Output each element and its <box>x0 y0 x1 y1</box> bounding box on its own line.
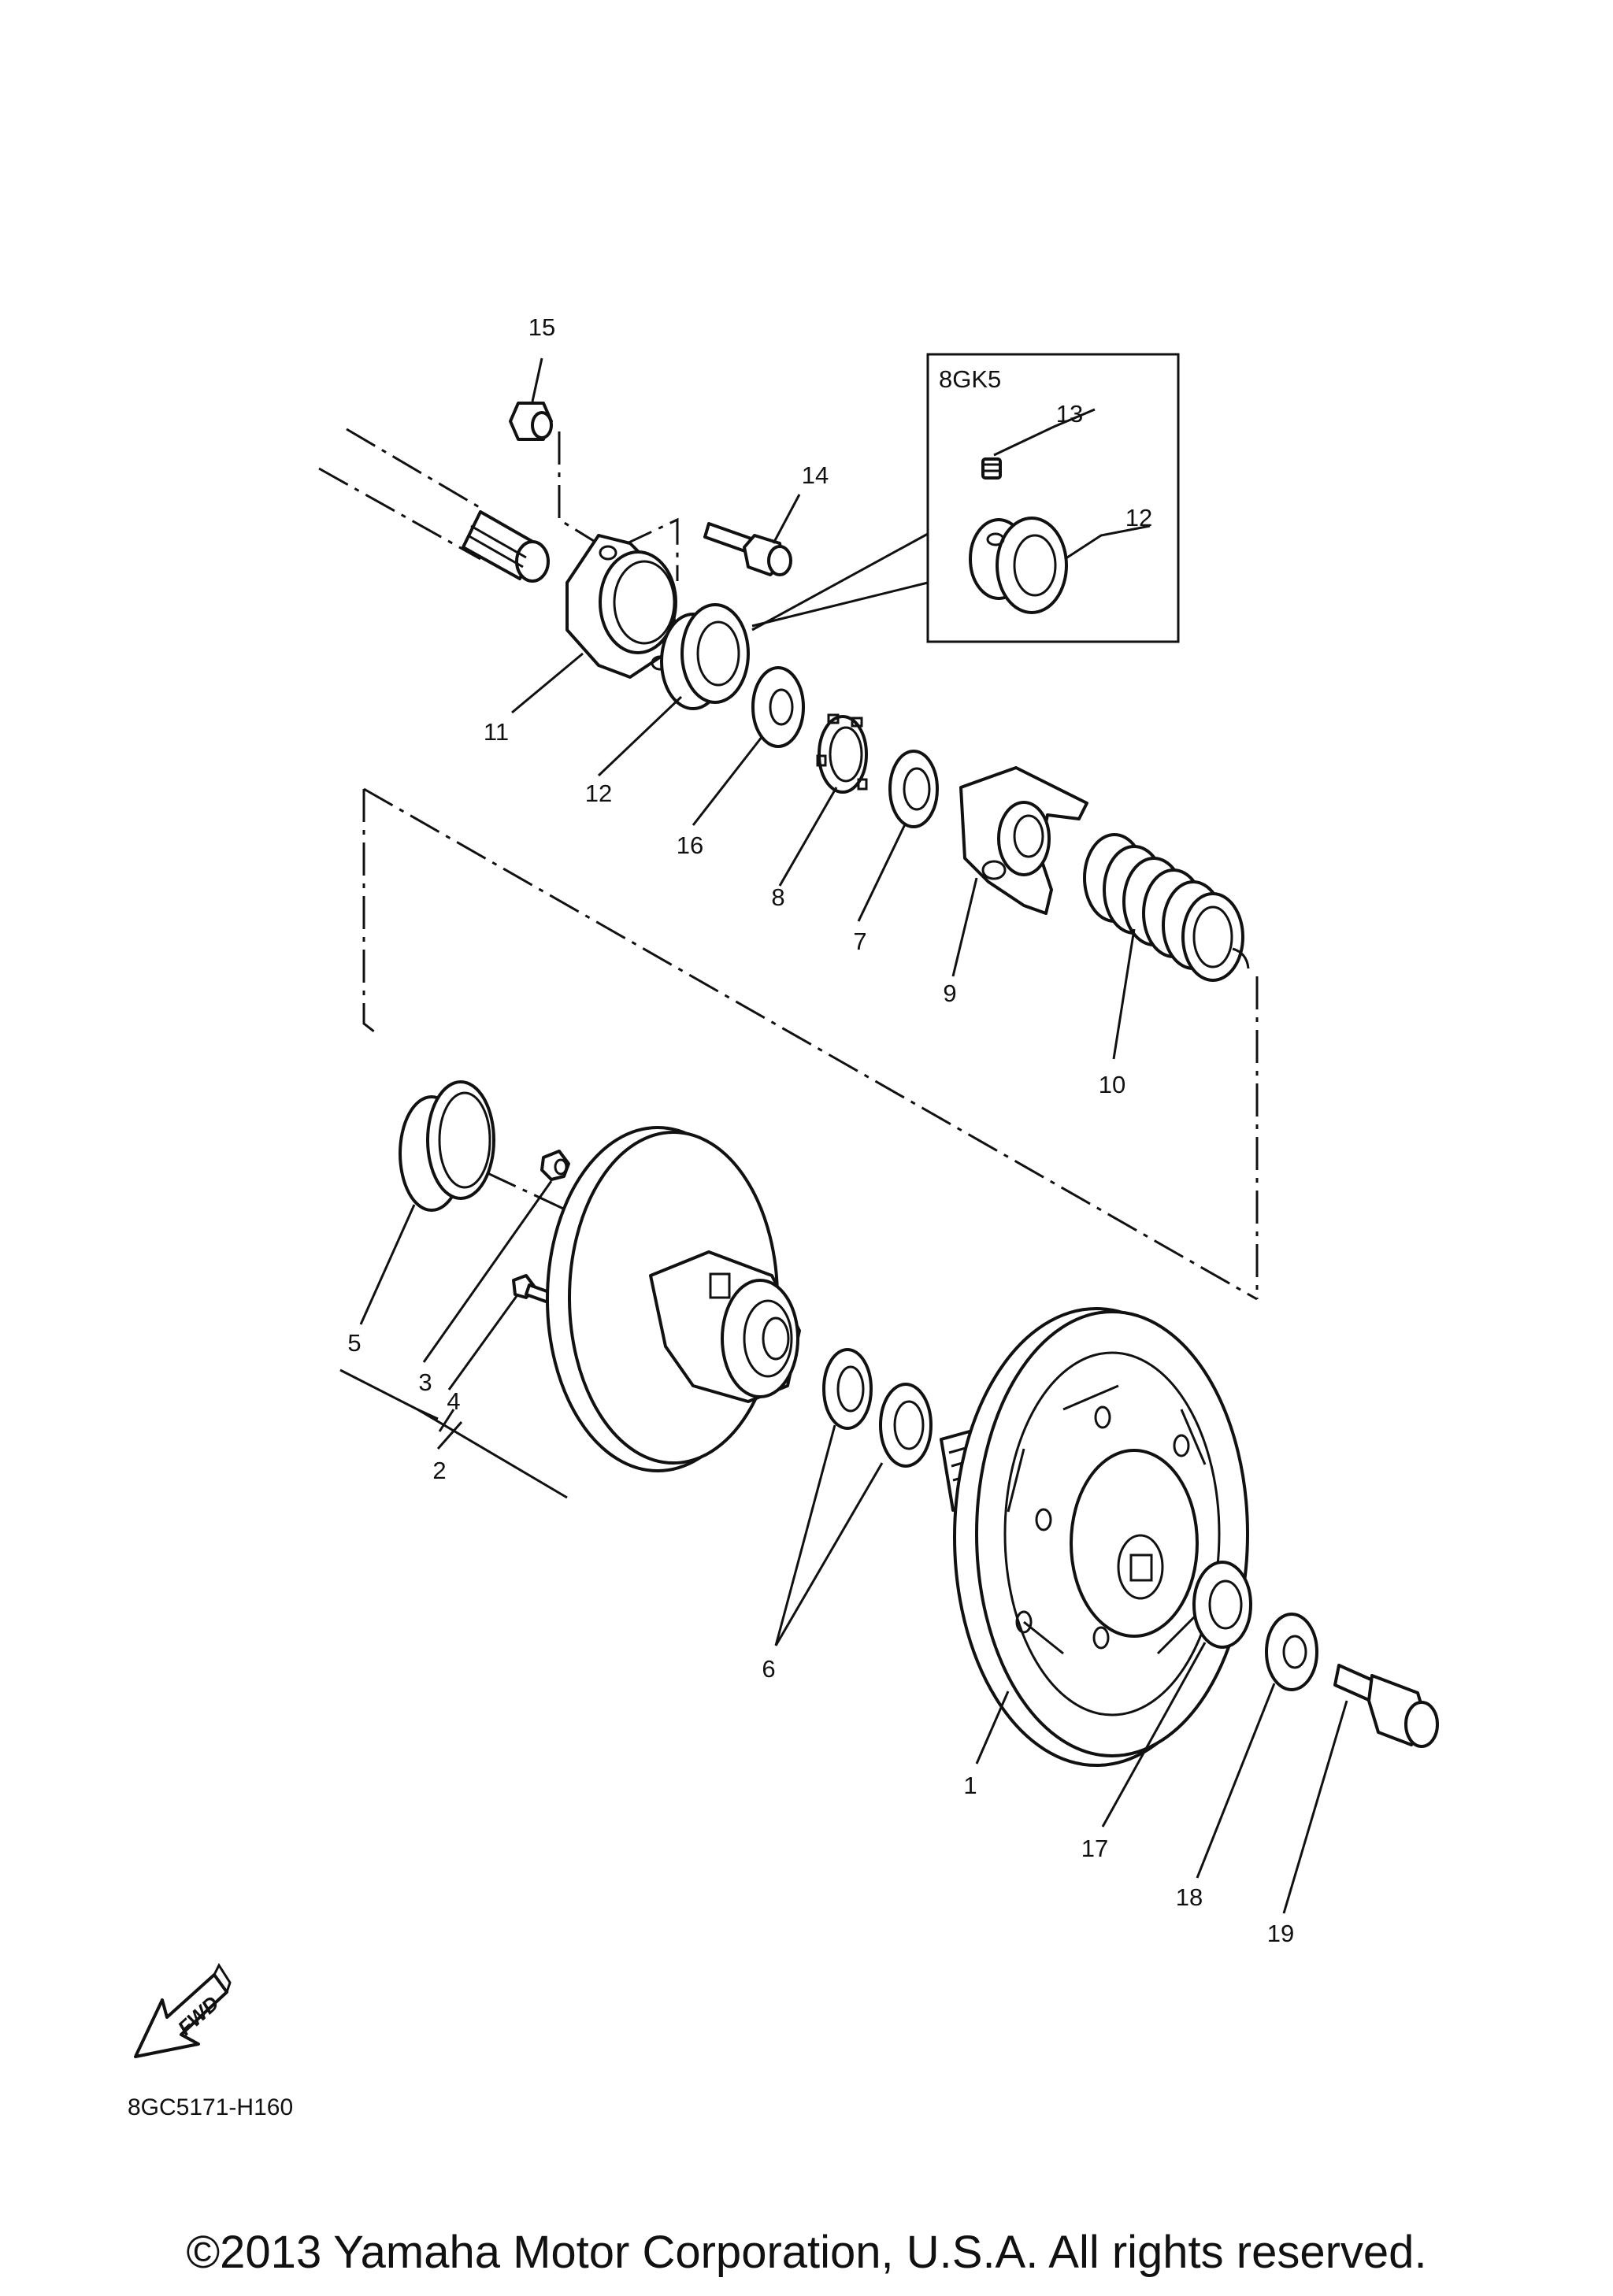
callout-18: 18 <box>1176 1883 1203 1911</box>
callout-14: 14 <box>802 461 829 489</box>
callout-8: 8 <box>771 883 784 911</box>
washer-17 <box>1192 1561 1252 1649</box>
inset-8gk5: 8GK5 <box>751 353 1180 643</box>
callout-5: 5 <box>347 1329 361 1357</box>
callout-12: 12 <box>585 780 612 807</box>
reference-code: 8GC5171-H160 <box>128 2094 293 2120</box>
spring-10 <box>1083 833 1250 982</box>
callout-15: 15 <box>528 313 555 341</box>
washer-18 <box>1265 1613 1318 1691</box>
callout-6: 6 <box>762 1655 775 1683</box>
pin-3 <box>540 1150 570 1181</box>
movable-sheave-1 <box>940 1307 1249 1767</box>
callout-12-inset: 12 <box>1125 504 1152 531</box>
forward-arrow-icon: FWD <box>134 1962 232 2058</box>
callout-1: 1 <box>963 1772 977 1799</box>
callout-numbers: 15 14 13 12 11 12 16 8 7 9 10 5 3 4 2 6 … <box>347 313 1294 1947</box>
callout-2: 2 <box>432 1457 446 1484</box>
callout-10: 10 <box>1099 1071 1125 1098</box>
spline-shaft <box>462 510 550 583</box>
callout-4: 4 <box>447 1387 460 1415</box>
fixed-sheave-2 <box>546 1126 801 1472</box>
callout-3: 3 <box>418 1368 432 1396</box>
callout-19: 19 <box>1267 1920 1294 1947</box>
callout-9: 9 <box>943 980 956 1007</box>
lock-washer-7 <box>888 750 939 828</box>
leader-lines <box>339 357 1348 1914</box>
callout-7: 7 <box>853 928 866 955</box>
washer-16 <box>751 666 805 748</box>
inset-label: 8GK5 <box>939 365 1001 393</box>
washers-6 <box>822 1348 933 1468</box>
copyright: ©2013 Yamaha Motor Corporation, U.S.A. A… <box>186 2227 1426 2278</box>
bearing-housing-11 <box>565 534 679 679</box>
screw-4 <box>512 1274 553 1304</box>
cam-9 <box>959 766 1088 915</box>
callout-16: 16 <box>677 831 703 859</box>
nut-15 <box>509 402 553 441</box>
bolt-19 <box>1333 1664 1439 1748</box>
callout-17: 17 <box>1081 1835 1108 1862</box>
bearing-12 <box>660 603 750 710</box>
callout-13: 13 <box>1056 400 1083 428</box>
ring-5 <box>399 1080 495 1212</box>
slider-ring-8 <box>816 713 868 794</box>
callout-11: 11 <box>484 718 509 746</box>
bolt-14 <box>703 522 792 576</box>
